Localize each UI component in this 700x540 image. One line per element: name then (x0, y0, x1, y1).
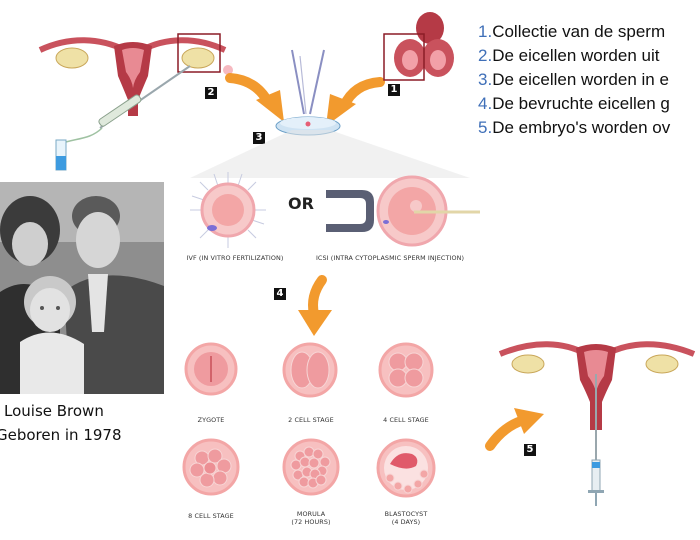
testes-illustration (383, 12, 454, 81)
family-photo-figures (0, 182, 164, 394)
eight-cell-illustration (182, 438, 240, 496)
icsi-egg-illustration (326, 175, 480, 247)
morula-time: (72 HOURS) (291, 518, 331, 526)
two-cell-caption: 2 CELL STAGE (288, 416, 334, 424)
morula-caption: MORULA (72 HOURS) (276, 510, 346, 526)
blastocyst-illustration (376, 438, 436, 498)
morula-label: MORULA (296, 510, 326, 518)
blastocyst-time: (4 DAYS) (391, 518, 421, 526)
blastocyst-label: BLASTOCYST (384, 510, 428, 518)
family-photo (0, 182, 164, 394)
step-4: 4.De bevruchte eicellen g (478, 94, 670, 113)
arrow-down-to-stages (298, 275, 332, 336)
step-3: 3.De eicellen worden in e (478, 70, 669, 89)
ivf-egg-illustration (190, 172, 266, 248)
step-badge-1: 1 (388, 84, 400, 96)
eight-cell-caption: 8 CELL STAGE (188, 512, 234, 520)
blastocyst-caption: BLASTOCYST (4 DAYS) (368, 510, 444, 526)
step-2: 2.De eicellen worden uit (478, 46, 660, 65)
two-cell-illustration (282, 342, 338, 398)
arrow-right-to-dish (326, 77, 385, 126)
zygote-illustration (184, 342, 238, 396)
step-badge-4: 4 (274, 288, 286, 300)
icsi-caption: ICSI (INTRA CYTOPLASMIC SPERM INJECTION) (315, 254, 465, 262)
step-badge-5: 5 (524, 444, 536, 456)
ivf-caption: IVF (IN VITRO FERTILIZATION) (186, 254, 284, 262)
step-1: 1.Collectie van de sperm (478, 22, 666, 41)
petri-dish-with-pipettes (275, 49, 341, 136)
or-label: OR (288, 194, 314, 213)
step-5: 5.De embryo's worden ov (478, 118, 671, 137)
photo-caption-born: Geboren in 1978 (0, 426, 122, 444)
four-cell-caption: 4 CELL STAGE (383, 416, 429, 424)
arrow-left-to-dish (225, 73, 284, 122)
photo-caption-name: Louise Brown (4, 402, 104, 420)
zoom-projection (190, 130, 470, 178)
step-badge-3: 3 (253, 132, 265, 144)
step-list: 1.Collectie van de sperm 2.De eicellen w… (478, 20, 700, 140)
four-cell-illustration (378, 342, 434, 398)
uterus-ovaries-illustration (38, 33, 233, 171)
embryo-transfer-illustration (498, 341, 696, 506)
step-badge-2: 2 (205, 87, 217, 99)
arrow-to-transfer (485, 408, 544, 451)
morula-illustration (282, 438, 340, 496)
zygote-caption: ZYGOTE (197, 416, 225, 424)
